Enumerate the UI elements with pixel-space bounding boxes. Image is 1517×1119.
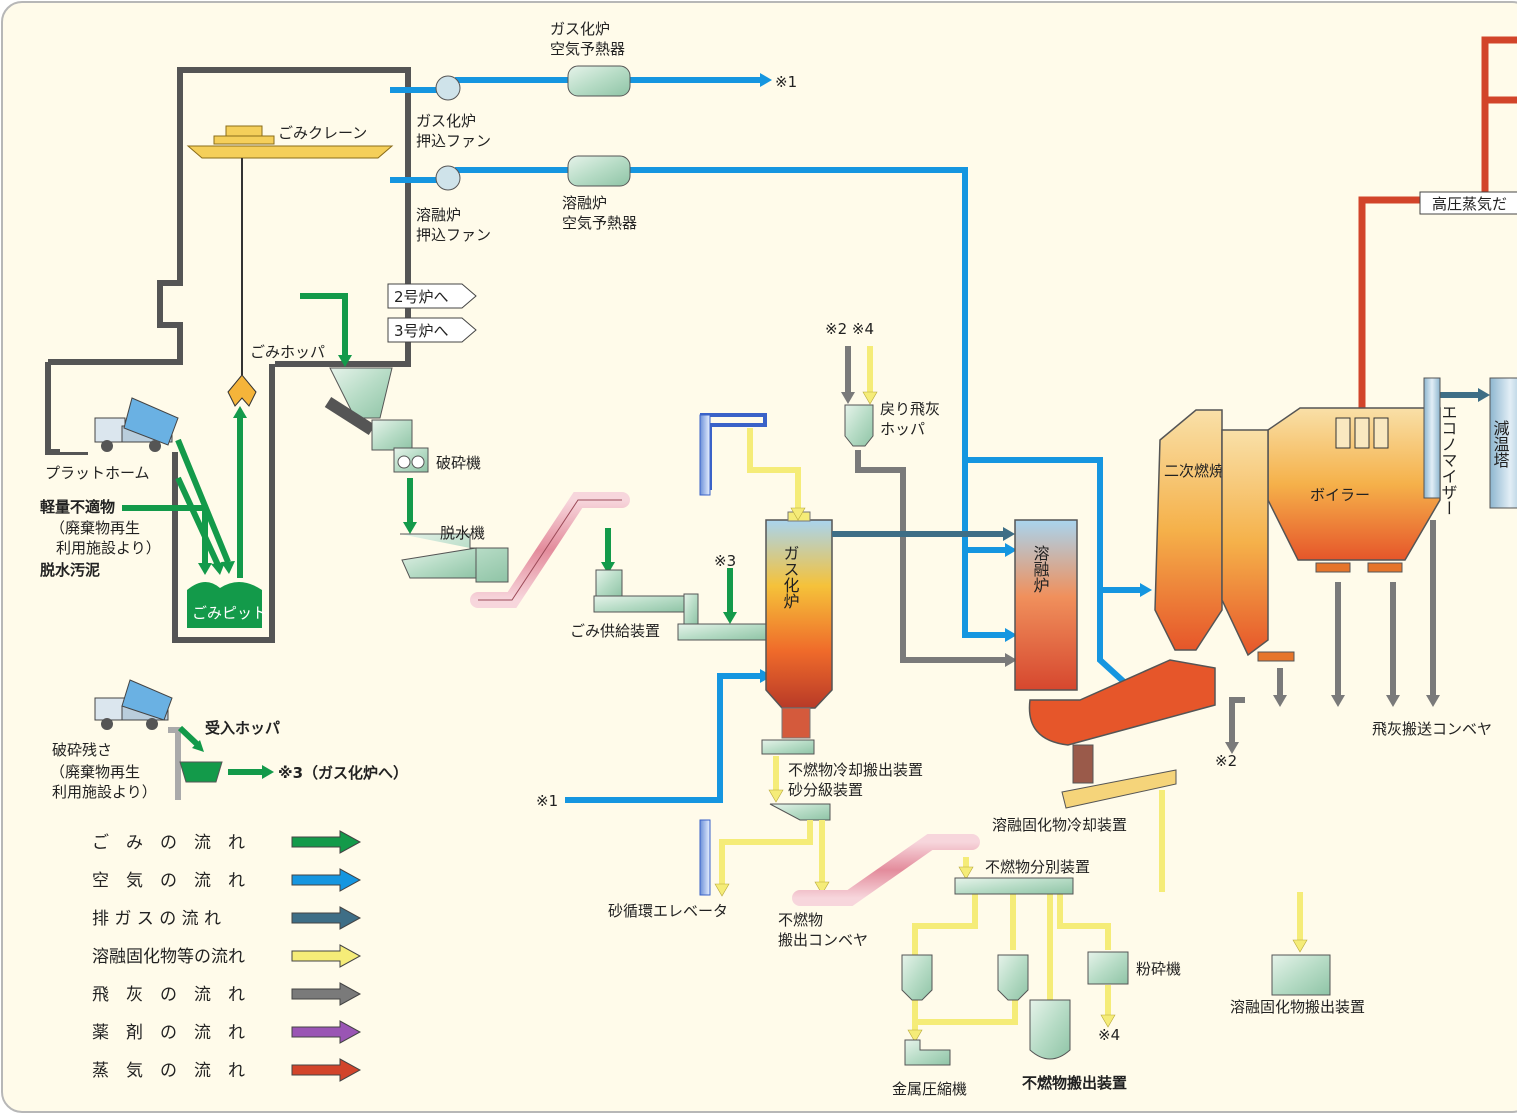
gasifier-air-preheater-label-2: 空気予熱器: [550, 40, 625, 58]
gasifier-air-preheater-label-1: ガス化炉: [550, 20, 610, 38]
pulverizer: [1088, 952, 1128, 984]
return-fly-ash-hopper: [845, 405, 873, 446]
return-fly-ash-label-1: 戻り飛灰: [880, 400, 940, 418]
ref2-label: ※2: [1215, 752, 1237, 770]
crane-label: ごみクレーン: [278, 124, 367, 142]
feeder-lower: [678, 624, 766, 640]
legend-label: 空 気 の 流 れ: [92, 871, 245, 891]
noncombustible-cooling-device: [762, 740, 814, 754]
ref3-label: ※3: [714, 552, 736, 570]
gasifier-push-fan-label-2: 押込ファン: [416, 132, 491, 150]
noncombustible-discharge-device: [1030, 1000, 1070, 1059]
pulverizer-label: 粉砕機: [1136, 960, 1181, 978]
melter-air-preheater-label-2: 空気予熱器: [562, 214, 637, 232]
recycling-facility-label-2: 利用施設より）: [56, 539, 161, 557]
gasifier-fan-icon: [436, 76, 460, 100]
receiving-hopper-label: 受入ホッパ: [205, 719, 280, 737]
gasifier-push-fan-label-1: ガス化炉: [416, 112, 476, 130]
high-pressure-steam-label: 高圧蒸気だ: [1432, 195, 1507, 213]
legend-label: ご み の 流 れ: [92, 833, 245, 853]
melter-air-preheater-label-1: 溶融炉: [562, 194, 607, 212]
melter-push-fan-label-1: 溶融炉: [416, 206, 461, 224]
cooling-tower-label: 減温塔: [1491, 420, 1510, 468]
to-furnace-2-label: 2号炉へ: [394, 288, 449, 306]
dewatered-sludge-label: 脱水汚泥: [40, 561, 100, 579]
platform-label: プラットホーム: [45, 464, 150, 482]
hopper-label: ごみホッパ: [250, 343, 325, 361]
slag-discharge-device: [1272, 955, 1330, 995]
fly-ash-conveyor-label: 飛灰搬送コンベヤ: [1372, 720, 1492, 738]
legend-label: 蒸 気 の 流 れ: [92, 1061, 245, 1081]
slag-cooling-label: 溶融固化物冷却装置: [992, 816, 1127, 834]
melter-label: 溶融炉: [1031, 545, 1050, 593]
receiving-hopper: [180, 762, 222, 782]
to-gasifier-label: ※3（ガス化炉へ）: [278, 764, 408, 782]
noncombustible-sorting-label: 不燃物分別装置: [985, 858, 1090, 876]
legend-label: 溶融固化物等の流れ: [92, 947, 245, 967]
legend-label: 排 ガ ス の 流 れ: [92, 909, 221, 929]
ref1-top-label: ※1: [775, 73, 797, 91]
boiler-superheater: [1336, 418, 1388, 448]
noncombustible-conveyor-label-1: 不燃物: [778, 911, 823, 929]
boiler-label: ボイラー: [1310, 486, 1370, 504]
boiler: [1268, 408, 1440, 560]
crushing-residue-label: 破砕残さ: [52, 741, 112, 759]
magnetic-separator-2: [998, 955, 1028, 1000]
ref2-ref4-label: ※2 ※4: [825, 320, 874, 338]
noncombustible-sorting-device: [955, 878, 1073, 894]
return-fly-ash-label-2: ホッパ: [880, 420, 925, 438]
economizer-label: エコノマイザー: [1439, 404, 1458, 516]
secondary-combustion-chamber: [1155, 410, 1222, 650]
crane-trolley: [226, 126, 262, 136]
crusher-label: 破砕機: [436, 454, 481, 472]
melter-fan-icon: [436, 166, 460, 190]
metal-press-label: 金属圧縮機: [892, 1080, 967, 1098]
magnetic-separator-1: [902, 955, 932, 1000]
melter-push-fan-label-2: 押込ファン: [416, 226, 491, 244]
residue-source-label-1: （廃棄物再生: [50, 763, 140, 781]
residue-source-label-2: 利用施設より）: [52, 783, 157, 801]
melter-air-preheater: [568, 156, 630, 186]
sand-elevator-label: 砂循環エレベータ: [608, 902, 728, 920]
pit-label: ごみピット: [192, 604, 267, 622]
dehydrator-label: 脱水機: [440, 524, 485, 542]
noncombustible-conveyor-label-2: 搬出コンベヤ: [778, 931, 868, 949]
slag-discharge-label: 溶融固化物搬出装置: [1230, 998, 1365, 1016]
sand-elevator-top: [700, 415, 710, 495]
ref4-label: ※4: [1098, 1026, 1120, 1044]
feeder-label: ごみ供給装置: [570, 622, 660, 640]
feeder-upper: [594, 596, 684, 612]
to-furnace-3-label: 3号炉へ: [394, 322, 449, 340]
light-unsuitable-label: 軽量不適物: [40, 498, 115, 516]
ref1-bottom-label: ※1: [536, 792, 558, 810]
noncombustible-discharge-label: 不燃物搬出装置: [1022, 1074, 1127, 1092]
sand-classifier-label: 砂分級装置: [788, 781, 863, 799]
crane-girder: [188, 146, 392, 158]
legend-label: 飛 灰 の 流 れ: [92, 985, 245, 1005]
noncombustible-cooling-label: 不燃物冷却搬出装置: [788, 761, 923, 779]
recycling-facility-label-1: （廃棄物再生: [50, 519, 140, 537]
legend-label: 薬 剤 の 流 れ: [92, 1023, 245, 1043]
gasifier-air-preheater: [568, 66, 630, 96]
gasifier-label: ガス化炉: [781, 545, 800, 609]
sand-elevator-bottom: [700, 820, 710, 895]
